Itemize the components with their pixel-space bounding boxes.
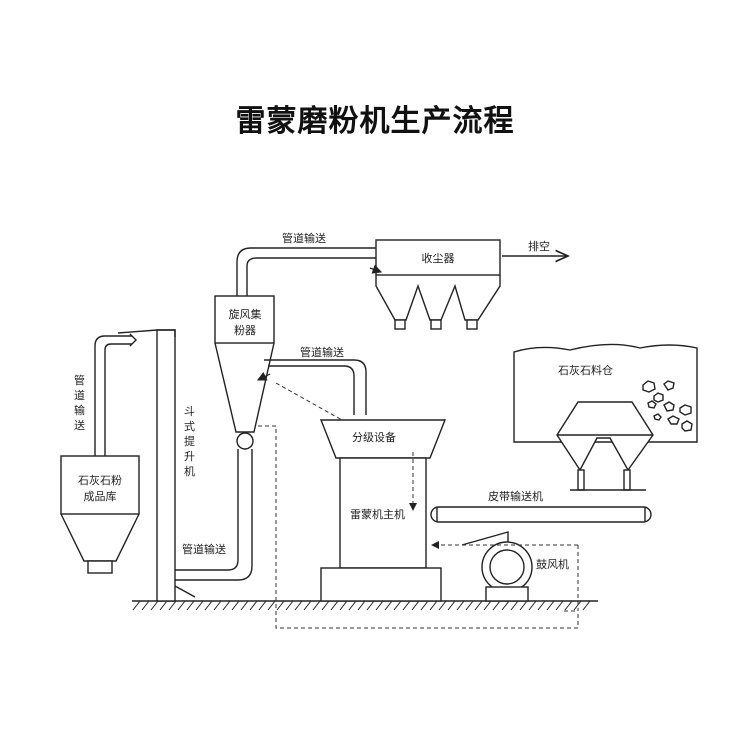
duct-top-label: 管道输送 <box>282 231 326 245</box>
duct_left-char: 道 <box>74 388 85 402</box>
ground-hatch <box>141 600 150 611</box>
elevator-char: 斗 <box>184 405 195 418</box>
ground-hatch <box>483 600 492 611</box>
exhaust-arrow: 排空 <box>502 239 568 256</box>
bucket-elevator: 斗式提升机 <box>117 329 196 602</box>
ground-hatch <box>501 600 510 611</box>
ground-hatch <box>195 600 204 611</box>
ground-hatch <box>393 600 402 611</box>
ground-hatch <box>240 600 249 611</box>
ground-hatch <box>411 600 420 611</box>
elevator-label: 斗式提升机 <box>184 405 195 478</box>
ground-hatch <box>285 600 294 611</box>
ground-hatch <box>555 600 564 611</box>
ground-hatch <box>402 600 411 611</box>
feeder-hopper <box>556 401 654 491</box>
ground-hatch <box>465 600 474 611</box>
ground-hatch <box>573 600 582 611</box>
ground-hatch <box>213 600 222 611</box>
duct_left-char: 送 <box>74 418 85 432</box>
ground-hatch <box>339 600 348 611</box>
cyclone-collector: 旋风集 粉器 <box>214 295 275 462</box>
ground-hatch <box>528 600 537 611</box>
ground-hatch <box>204 600 213 611</box>
ground-hatch <box>492 600 501 611</box>
ground-hatch <box>258 600 267 611</box>
product-bin: 石灰石粉 成品库 <box>60 455 140 574</box>
elevator-char: 机 <box>184 464 195 478</box>
duct-top: 管道输送 <box>236 231 383 296</box>
belt-conveyor: 皮带输送机 <box>430 489 652 523</box>
ground-hatch <box>582 600 591 611</box>
ground-hatch <box>546 600 555 611</box>
dashed-return-path <box>258 382 579 629</box>
product-bin-label-line2: 成品库 <box>84 490 117 503</box>
duct_left-char: 输 <box>74 403 85 417</box>
ground-hatch <box>537 600 546 611</box>
ground-hatch <box>384 600 393 611</box>
limestone-bin: 石灰石料仓 <box>513 343 698 443</box>
ground-hatch <box>321 600 330 611</box>
ground-hatch <box>438 600 447 611</box>
main-mill-label: 雷蒙机主机 <box>350 507 405 521</box>
duct-mid-label: 管道输送 <box>300 345 344 359</box>
ground-hatch <box>357 600 366 611</box>
diagram-title: 雷蒙磨粉机生产流程 <box>235 104 515 139</box>
ground-hatch <box>132 600 141 611</box>
ground-hatch <box>375 600 384 611</box>
ground-hatch <box>249 600 258 611</box>
classifier-label: 分级设备 <box>352 430 396 444</box>
air-return-loop <box>431 541 579 611</box>
rocks <box>642 380 693 432</box>
duct-bottom: 管道输送 <box>175 462 253 581</box>
duct-bottom-label: 管道输送 <box>182 542 226 556</box>
elevator-char: 升 <box>184 450 195 463</box>
ground-hatch <box>231 600 240 611</box>
ground-hatch <box>510 600 519 611</box>
ground-hatch <box>150 600 159 611</box>
ground-hatch <box>303 600 312 611</box>
ground-hatch <box>330 600 339 611</box>
duct-left-label: 管道输送 <box>74 373 85 432</box>
ground-hatch <box>177 600 186 611</box>
ground-hatch <box>366 600 375 611</box>
ground-hatch <box>564 600 573 611</box>
ground-hatch <box>267 600 276 611</box>
exhaust-label: 排空 <box>528 239 550 253</box>
ground-hatch <box>456 600 465 611</box>
ground-hatch <box>429 600 438 611</box>
product-bin-label-line1: 石灰石粉 <box>78 473 122 487</box>
limestone-bin-label: 石灰石料仓 <box>558 363 613 377</box>
ground-hatch <box>186 600 195 611</box>
ground-hatch <box>168 600 177 611</box>
raymond-mill: 分级设备 雷蒙机主机 <box>319 419 447 602</box>
ground-hatch <box>447 600 456 611</box>
duct-left: 管道输送 <box>74 333 137 456</box>
dust-collector-label: 收尘器 <box>422 251 455 265</box>
blower: 鼓风机 <box>461 531 569 602</box>
ground-hatch <box>348 600 357 611</box>
dust-collector: 收尘器 <box>375 239 501 330</box>
ground-hatch <box>519 600 528 611</box>
belt-conveyor-label: 皮带输送机 <box>488 489 543 503</box>
ground-hatch <box>159 600 168 611</box>
ground-hatch <box>312 600 321 611</box>
ground <box>132 600 598 611</box>
cyclone-label-line2: 粉器 <box>234 324 256 337</box>
cyclone-label-line1: 旋风集 <box>229 307 262 321</box>
duct-mid: 管道输送 <box>256 345 367 415</box>
blower-label: 鼓风机 <box>536 557 569 571</box>
ground-hatch <box>420 600 429 611</box>
ground-hatch <box>222 600 231 611</box>
ground-hatch <box>294 600 303 611</box>
ground-hatch <box>474 600 483 611</box>
elevator-char: 提 <box>184 435 195 448</box>
duct_left-char: 管 <box>74 373 85 387</box>
elevator-char: 式 <box>184 420 195 433</box>
ground-hatch <box>276 600 285 611</box>
